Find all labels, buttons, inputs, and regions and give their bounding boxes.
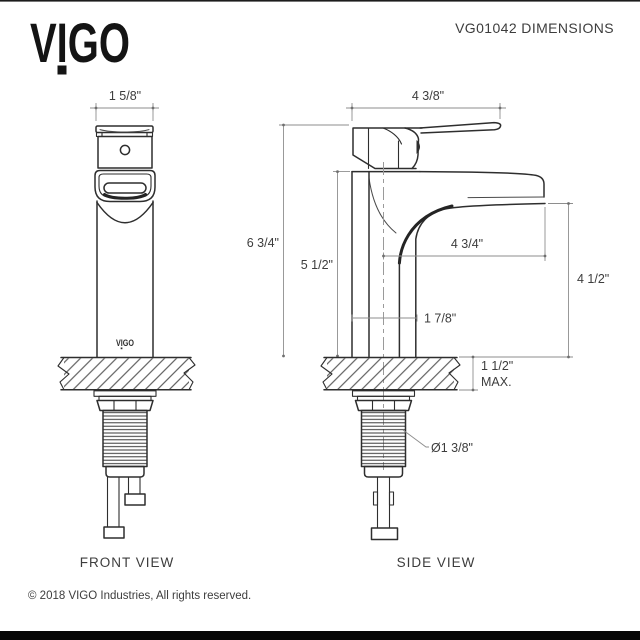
break-line	[57, 356, 70, 391]
overall-height-dimension: 6 3/4"	[247, 123, 349, 358]
outlet-height-dimension: 4 1/2"	[459, 202, 609, 359]
break-line	[183, 356, 196, 391]
dim-label-body-depth: 1 7/8"	[424, 312, 456, 326]
copyright-text: © 2018 VIGO Industries, All rights reser…	[28, 590, 251, 602]
handle-hub-detail	[416, 140, 420, 154]
dim-label-deck-max-suffix: MAX.	[481, 375, 512, 389]
side-countertop	[320, 356, 461, 391]
hot-cold-indicator	[119, 144, 131, 156]
front-view-label: FRONT VIEW	[80, 555, 175, 570]
countertop-hatch	[64, 358, 189, 389]
countertop-hatch	[327, 358, 454, 389]
vigo-logo-dot	[57, 65, 67, 75]
top-rule	[0, 0, 640, 2]
spout-reach-dimension: 4 3/4"	[382, 207, 547, 261]
handle-lever	[419, 121, 502, 134]
page-title: VG01042 DIMENSIONS	[455, 20, 614, 36]
threaded-shank	[361, 410, 406, 467]
body-logo: VIGO	[116, 338, 134, 348]
side-view: 4 3/8" 6 3/4"	[247, 89, 610, 570]
front-width-dimension: 1 5/8"	[90, 89, 159, 121]
dim-label-spout-top-height: 5 1/2"	[301, 258, 333, 272]
dim-label-shank-diameter: Ø1 3/8"	[431, 441, 473, 455]
spout-underside	[415, 202, 546, 358]
supply-hose-fitting	[124, 493, 146, 506]
dim-label-outlet-height: 4 1/2"	[577, 272, 609, 286]
front-mounting-hardware	[93, 390, 157, 539]
front-view: 1 5/8" VIGO	[57, 89, 196, 570]
header: VIGO VG01042 DIMENSIONS	[30, 11, 614, 75]
vigo-logo: VIGO	[30, 11, 130, 74]
dim-label-overall-height: 6 3/4"	[247, 236, 279, 250]
spout-top-height-dimension: 5 1/2"	[301, 170, 350, 358]
side-view-label: SIDE VIEW	[397, 555, 476, 570]
side-depth-dimension: 4 3/8"	[346, 89, 506, 121]
dim-label-front-width: 1 5/8"	[109, 89, 141, 103]
faucet-front: VIGO	[94, 125, 156, 358]
bottom-bar	[0, 631, 640, 640]
supply-hose-fitting	[370, 527, 399, 541]
body-depth-dimension: 1 7/8"	[351, 312, 456, 326]
dim-label-deck-max: 1 1/2"	[481, 359, 513, 373]
break-line	[448, 356, 461, 391]
mounting-nut	[354, 399, 413, 412]
body-logo-dot	[120, 347, 123, 350]
side-mounting-hardware	[351, 390, 416, 541]
supply-hose-fitting	[103, 526, 125, 539]
shank-diameter-callout: Ø1 3/8"	[402, 429, 473, 455]
dim-label-overall-depth: 4 3/8"	[412, 89, 444, 103]
deck-thickness-dimension: 1 1/2" MAX.	[459, 355, 513, 392]
mounting-nut	[96, 399, 154, 412]
front-countertop	[57, 356, 196, 391]
dim-label-spout-reach: 4 3/4"	[451, 237, 483, 251]
threaded-shank	[103, 410, 147, 467]
spout-opening	[103, 182, 147, 194]
break-line	[320, 356, 333, 391]
